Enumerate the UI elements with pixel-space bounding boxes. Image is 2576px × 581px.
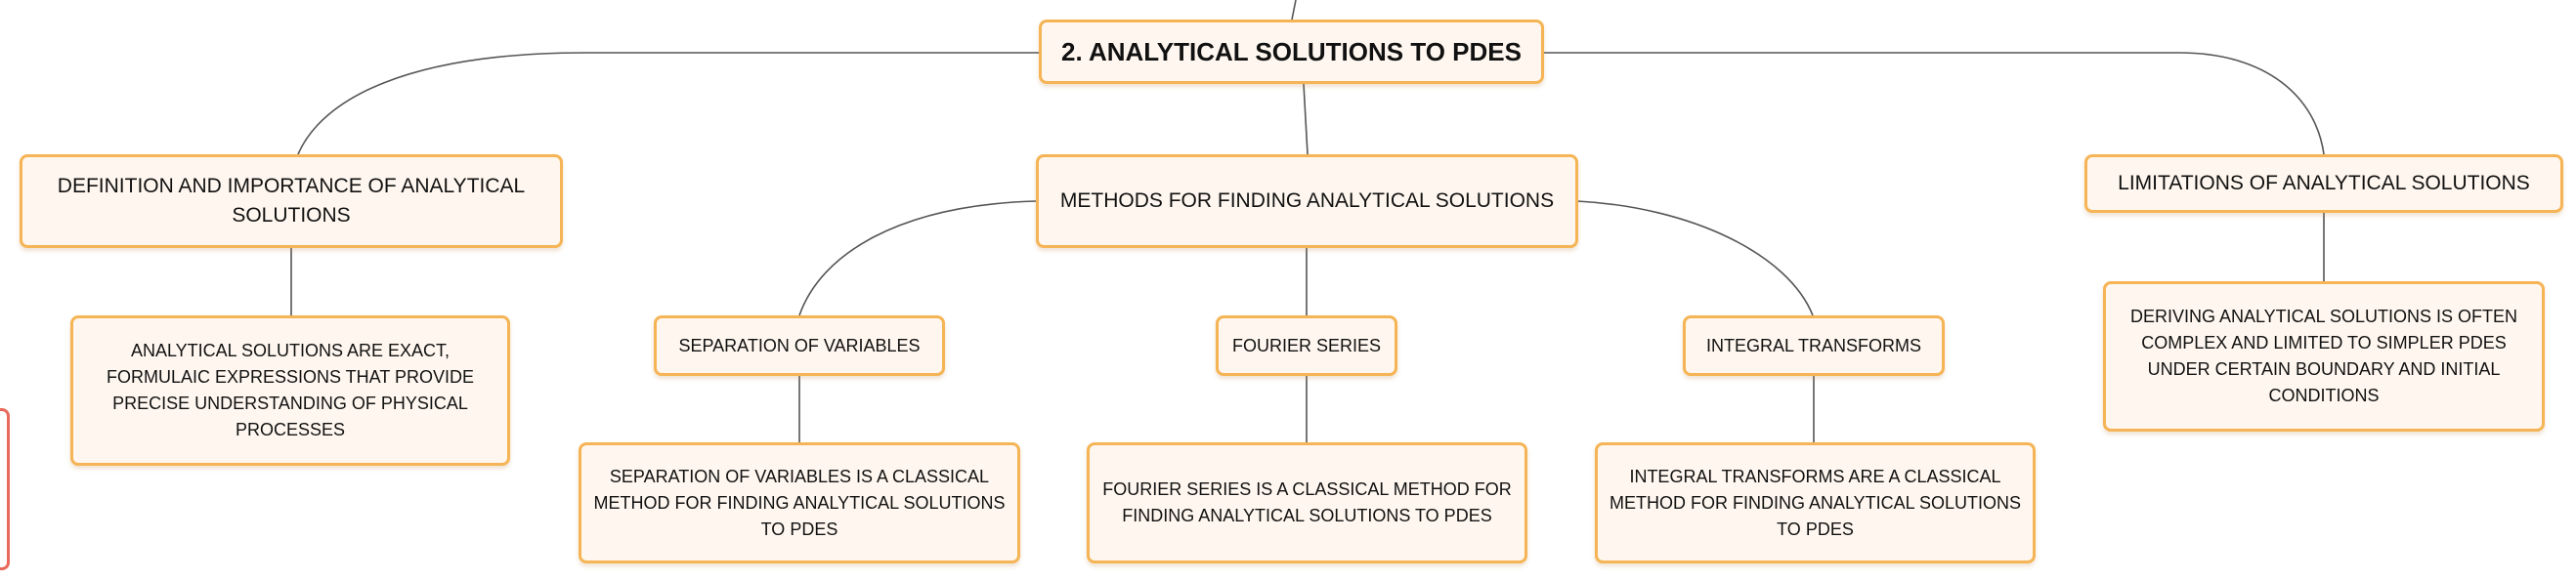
subtopic-fourier-series[interactable]: FOURIER SERIES bbox=[1216, 315, 1397, 376]
topic-methods[interactable]: METHODS FOR FINDING ANALYTICAL SOLUTIONS bbox=[1036, 154, 1578, 248]
connector-methods-separation bbox=[798, 200, 1037, 316]
subtopic-integral-label: INTEGRAL TRANSFORMS bbox=[1705, 335, 1922, 355]
detail-integral-text: INTEGRAL TRANSFORMS ARE A CLASSICAL METH… bbox=[1609, 466, 2022, 539]
detail-separation-of-variables[interactable]: SEPARATION OF VARIABLES IS A CLASSICAL M… bbox=[579, 442, 1020, 563]
detail-definition[interactable]: ANALYTICAL SOLUTIONS ARE EXACT, FORMULAI… bbox=[70, 315, 510, 466]
topic-limitations[interactable]: LIMITATIONS OF ANALYTICAL SOLUTIONS bbox=[2084, 154, 2563, 213]
root-topic[interactable]: 2. ANALYTICAL SOLUTIONS TO PDES bbox=[1039, 20, 1544, 84]
detail-limitations-text: DERIVING ANALYTICAL SOLUTIONS IS OFTEN C… bbox=[2129, 307, 2518, 405]
detail-integral-transforms[interactable]: INTEGRAL TRANSFORMS ARE A CLASSICAL METH… bbox=[1595, 442, 2036, 563]
detail-definition-text: ANALYTICAL SOLUTIONS ARE EXACT, FORMULAI… bbox=[106, 341, 475, 439]
detail-separation-text: SEPARATION OF VARIABLES IS A CLASSICAL M… bbox=[593, 466, 1006, 539]
detail-fourier-text: FOURIER SERIES IS A CLASSICAL METHOD FOR… bbox=[1102, 479, 1512, 525]
subtopic-integral-transforms[interactable]: INTEGRAL TRANSFORMS bbox=[1683, 315, 1945, 376]
subtopic-fourier-label: FOURIER SERIES bbox=[1231, 335, 1382, 355]
connector-root-definition bbox=[297, 52, 1039, 155]
detail-fourier-series[interactable]: FOURIER SERIES IS A CLASSICAL METHOD FOR… bbox=[1087, 442, 1527, 563]
detail-limitations[interactable]: DERIVING ANALYTICAL SOLUTIONS IS OFTEN C… bbox=[2103, 281, 2545, 432]
connector-root-up bbox=[1291, 0, 1297, 21]
connector-methods-integral bbox=[1576, 200, 1814, 316]
topic-limitations-label: LIMITATIONS OF ANALYTICAL SOLUTIONS bbox=[2118, 172, 2530, 194]
offscreen-node-edge bbox=[0, 408, 10, 570]
topic-methods-label: METHODS FOR FINDING ANALYTICAL SOLUTIONS bbox=[1059, 189, 1555, 212]
connector-root-limitations bbox=[1544, 52, 2325, 155]
topic-definition-importance[interactable]: DEFINITION AND IMPORTANCE OF ANALYTICAL … bbox=[20, 154, 563, 248]
topic-definition-label: DEFINITION AND IMPORTANCE OF ANALYTICAL … bbox=[57, 175, 526, 227]
subtopic-separation-of-variables[interactable]: SEPARATION OF VARIABLES bbox=[654, 315, 945, 376]
subtopic-separation-label: SEPARATION OF VARIABLES bbox=[678, 335, 921, 355]
connector-root-methods bbox=[1303, 83, 1309, 155]
root-topic-label: 2. ANALYTICAL SOLUTIONS TO PDES bbox=[1061, 36, 1522, 66]
